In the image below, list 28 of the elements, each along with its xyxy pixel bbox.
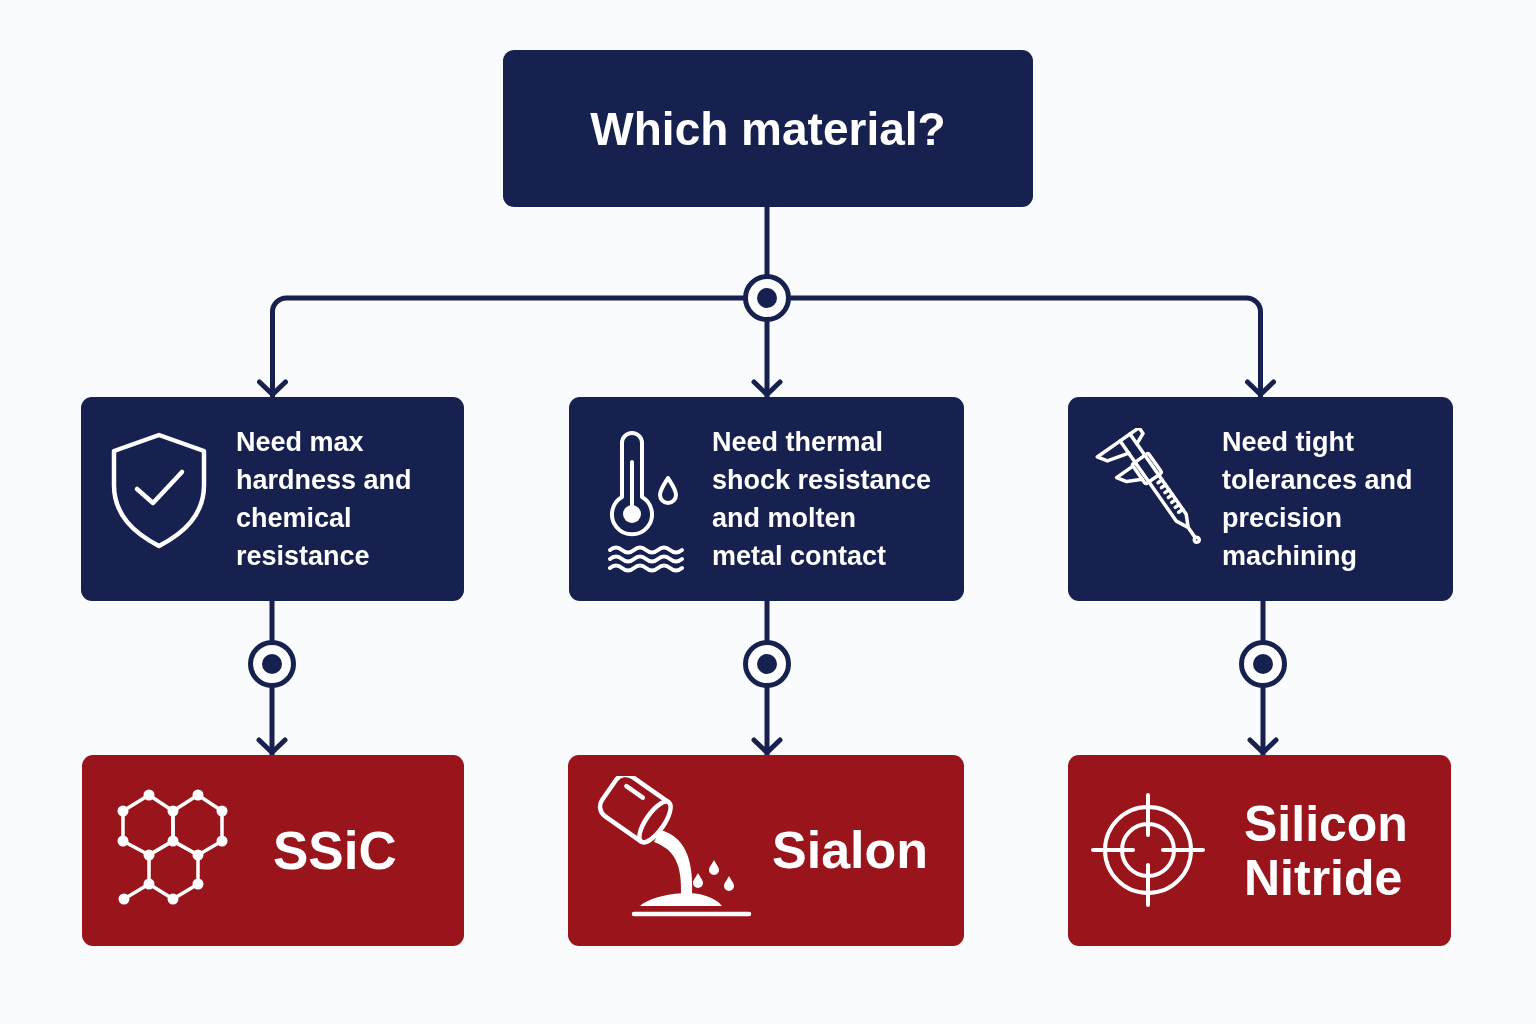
criterion-text: Need max hardness and chemical resistance xyxy=(236,426,413,573)
arrow xyxy=(751,319,783,400)
arrow xyxy=(788,295,1276,400)
arrow xyxy=(257,295,746,400)
material-name: Sialon xyxy=(772,822,929,879)
arrow xyxy=(256,685,288,758)
criterion-box xyxy=(569,397,964,601)
material-name: Silicon Nitride xyxy=(1244,796,1409,905)
criterion-box xyxy=(1068,397,1453,601)
material-box xyxy=(1068,755,1451,946)
arrow xyxy=(1247,685,1279,758)
criterion-text: Need thermal shock resistance and molten metal contact xyxy=(712,426,933,573)
material-name: SSiC xyxy=(273,821,397,880)
junction-circle xyxy=(743,274,791,322)
question-box xyxy=(503,50,1033,207)
connector-line xyxy=(269,598,275,643)
connector-line xyxy=(1260,598,1266,643)
criterion-text: Need tight tolerances and precision machining xyxy=(1222,426,1414,573)
junction-circle xyxy=(1239,640,1287,688)
criterion-box xyxy=(81,397,464,601)
material-box xyxy=(568,755,964,946)
material-box xyxy=(82,755,464,946)
arrow xyxy=(751,685,783,758)
connector-line xyxy=(764,204,770,277)
connector-line xyxy=(764,598,770,643)
junction-circle xyxy=(248,640,296,688)
question-text: Which material? xyxy=(590,101,946,157)
junction-circle xyxy=(743,640,791,688)
